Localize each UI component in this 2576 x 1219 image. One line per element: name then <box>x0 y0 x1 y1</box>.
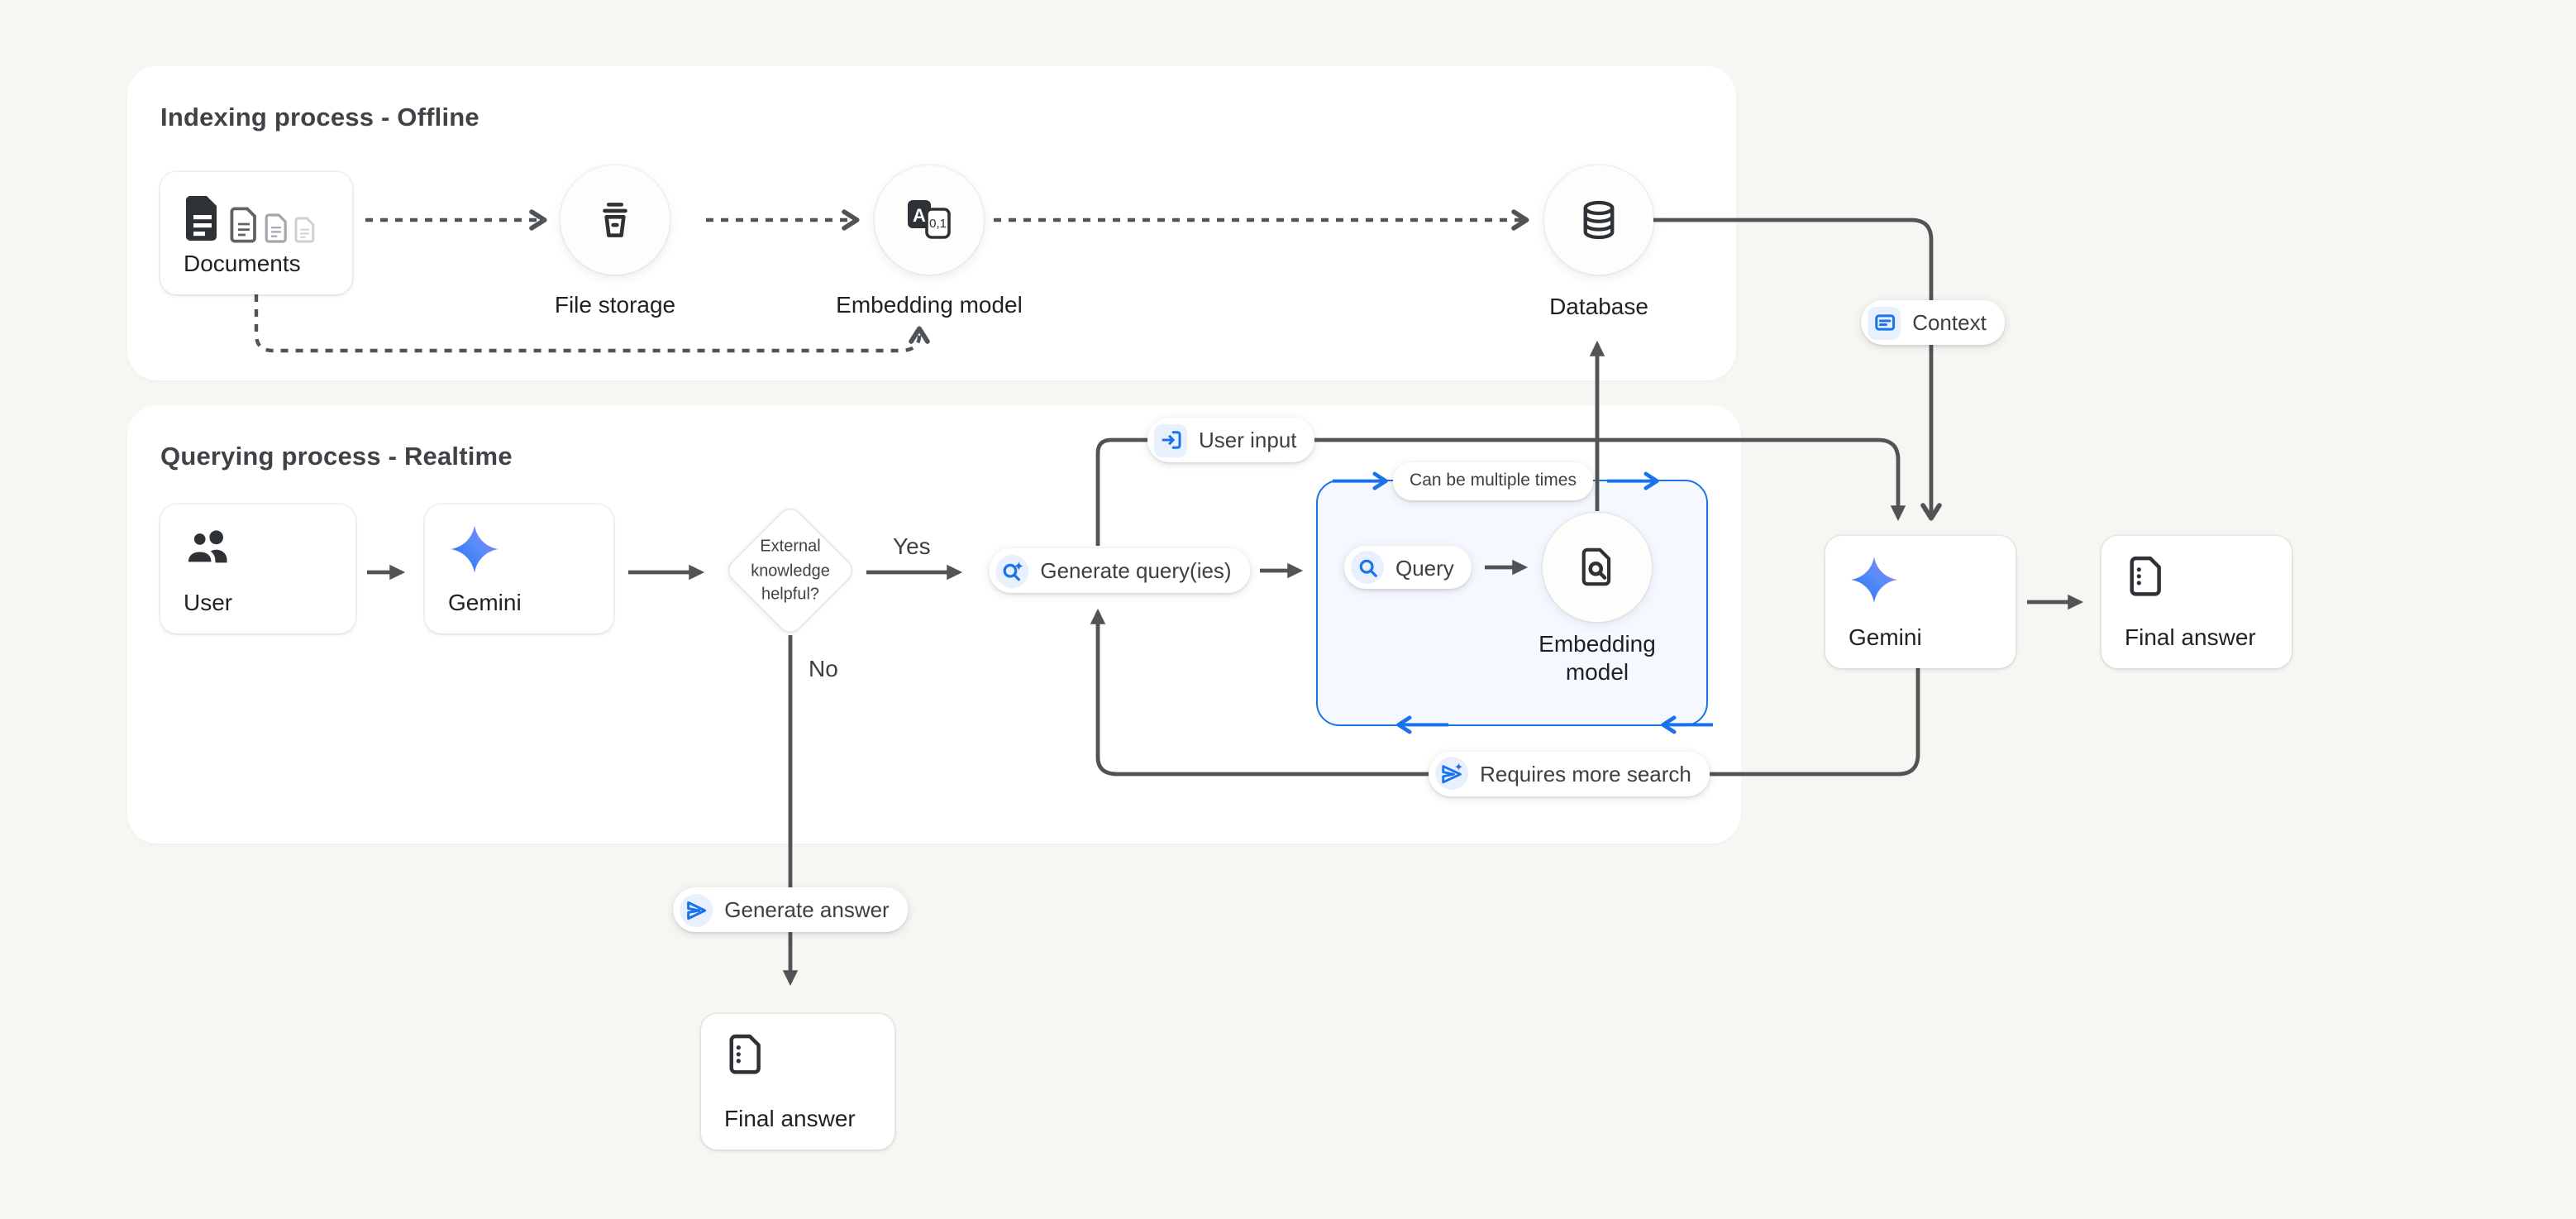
final-answer-bottom-card: Final answer <box>701 1014 894 1150</box>
generate-queries-badge: Generate query(ies) <box>989 548 1250 593</box>
yes-label: Yes <box>893 533 931 559</box>
document-icon <box>2130 556 2161 596</box>
multiple-times-loop-box <box>1316 480 1708 726</box>
embedding-model-query-label: Embedding model <box>1538 630 1656 685</box>
decision-text: External knowledge helpful? <box>751 538 830 605</box>
final-answer-right-card: Final answer <box>2101 536 2292 668</box>
document-icon <box>729 1034 761 1074</box>
file-storage-label: File storage <box>554 291 676 318</box>
file-search-icon <box>1581 547 1611 586</box>
file-storage-node <box>561 165 670 275</box>
search-icon <box>1351 551 1384 584</box>
database-label: Database <box>1549 293 1648 319</box>
user-card: User <box>160 504 355 633</box>
gemini-star-icon <box>1850 556 1898 604</box>
embedding-model-top-label: Embedding model <box>836 291 1023 318</box>
query-badge: Query <box>1344 546 1472 589</box>
send-icon <box>680 893 713 926</box>
embedding-model-query-node <box>1543 513 1652 622</box>
can-be-multiple-times-badge: Can be multiple times <box>1393 461 1593 500</box>
documents-label: Documents <box>184 250 301 276</box>
gemini-left-label: Gemini <box>448 589 522 615</box>
user-input-badge: User input <box>1147 418 1315 462</box>
send-sparkle-icon <box>1435 757 1469 790</box>
panel-querying-title: Querying process - Realtime <box>160 443 513 471</box>
database-node <box>1544 165 1653 275</box>
svg-text:A: A <box>913 205 926 226</box>
storage-bucket-icon <box>603 203 627 237</box>
gemini-right-card: Gemini <box>1825 536 2015 668</box>
final-answer-bottom-label: Final answer <box>724 1105 856 1131</box>
gemini-left-card: Gemini <box>425 504 613 633</box>
documents-card: Documents <box>160 172 352 294</box>
users-icon <box>184 528 227 566</box>
generate-answer-badge: Generate answer <box>673 887 908 932</box>
panel-indexing-title: Indexing process - Offline <box>160 104 479 132</box>
final-answer-right-label: Final answer <box>2125 624 2256 650</box>
translate-tiles-icon: A 0,1 <box>908 200 951 239</box>
requires-more-search-badge: Requires more search <box>1429 751 1710 796</box>
gemini-right-label: Gemini <box>1849 624 1922 650</box>
search-sparkle-icon <box>995 554 1029 587</box>
documents-icon <box>184 190 329 243</box>
no-label: No <box>809 655 838 681</box>
context-badge: Context <box>1861 300 2005 345</box>
article-icon <box>1868 306 1901 339</box>
user-label: User <box>184 589 233 615</box>
database-icon <box>1583 200 1615 240</box>
gemini-star-icon <box>451 525 499 573</box>
embedding-model-top-node: A 0,1 <box>875 165 984 275</box>
input-icon <box>1154 423 1187 457</box>
svg-text:0,1: 0,1 <box>929 217 947 231</box>
